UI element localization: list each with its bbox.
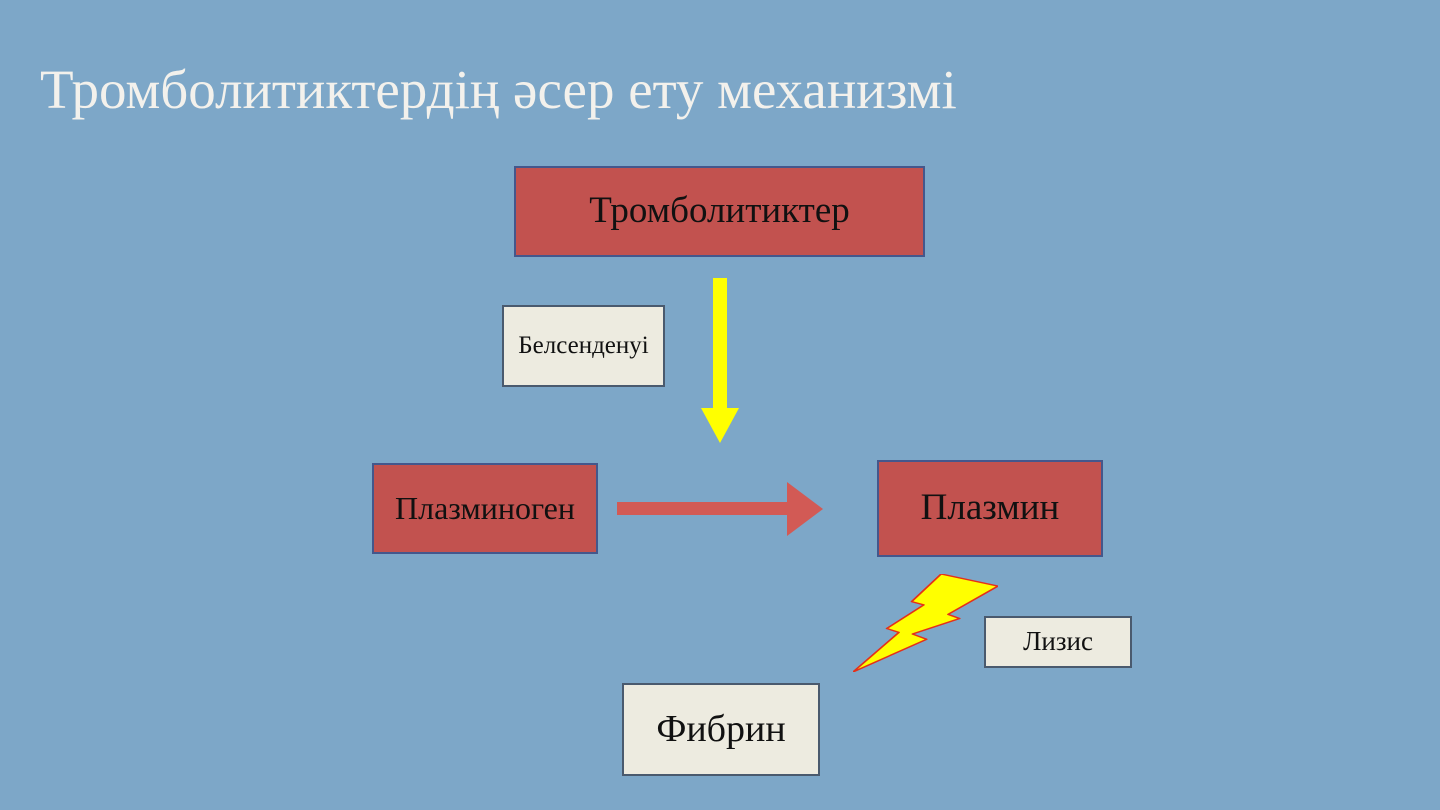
node-fibrin: Фибрин [622,683,820,776]
lightning-bolt-icon [853,574,998,672]
node-plasmin: Плазмин [877,460,1103,557]
node-lysis: Лизис [984,616,1132,668]
node-activation: Белсенденуі [502,305,665,387]
yellow-down-arrow-icon [701,278,739,443]
red-right-arrow-icon [617,482,823,536]
node-thrombolytics: Тромболитиктер [514,166,925,257]
node-plasminogen: Плазминоген [372,463,598,554]
slide-title: Тромболитиктердің әсер ету механизмі [40,59,957,120]
